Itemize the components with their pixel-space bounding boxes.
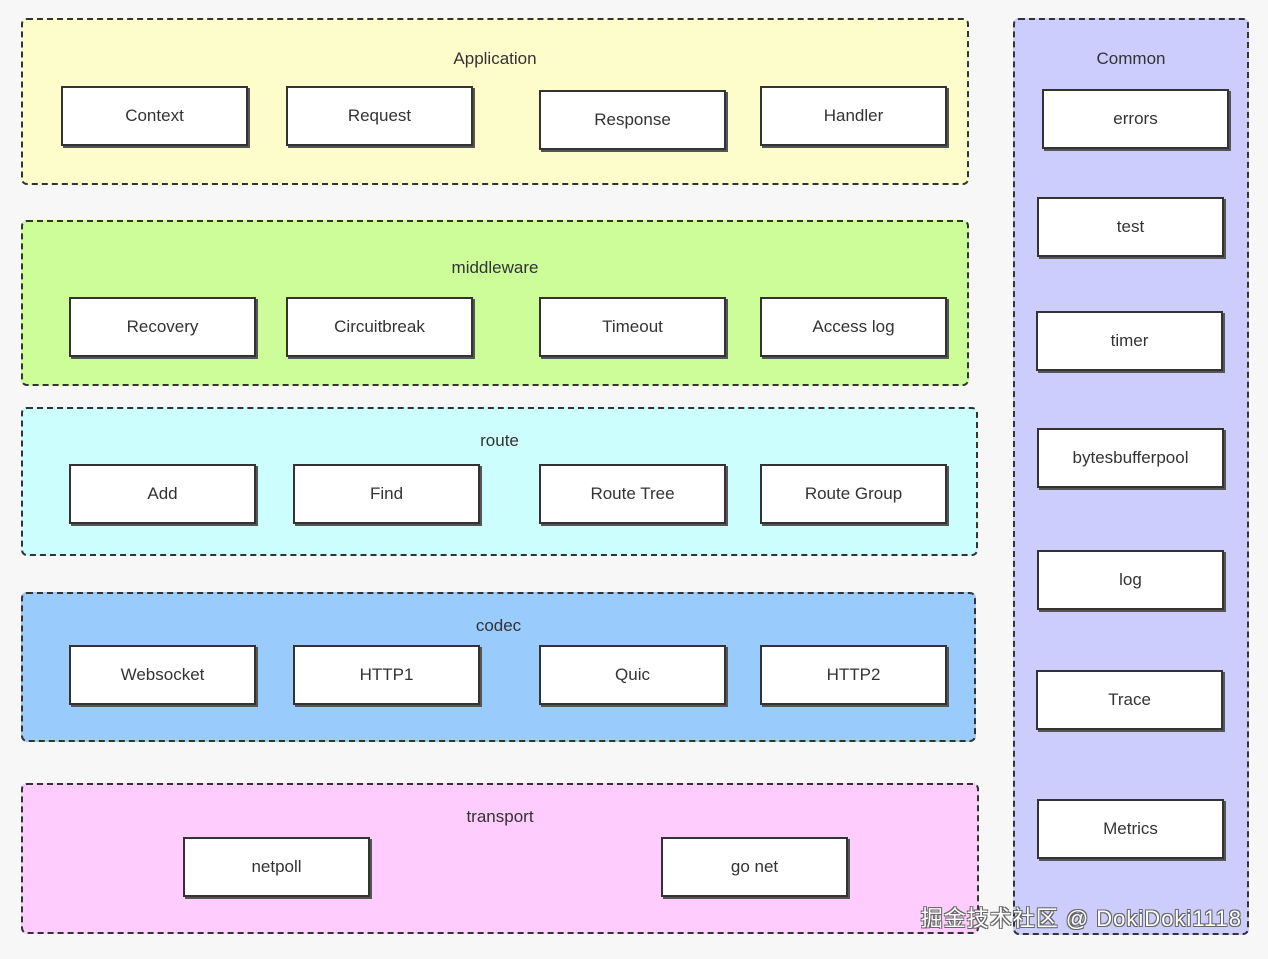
netpoll-box: netpoll xyxy=(183,837,370,897)
route-group-box: Route Group xyxy=(760,464,947,524)
timer-box: timer xyxy=(1036,311,1223,371)
transport-layer: transport netpoll go net xyxy=(21,783,979,934)
add-box: Add xyxy=(69,464,256,524)
find-box: Find xyxy=(293,464,480,524)
common-layer: Common errors test timer bytesbufferpool… xyxy=(1013,18,1249,935)
circuitbreak-box: Circuitbreak xyxy=(286,297,473,357)
application-layer-title: Application xyxy=(453,49,537,68)
http2-box: HTTP2 xyxy=(760,645,947,705)
route-layer: route Add Find Route Tree Route Group xyxy=(21,407,978,556)
route-tree-box: Route Tree xyxy=(539,464,726,524)
trace-box: Trace xyxy=(1036,670,1223,730)
middleware-layer: middleware Recovery Circuitbreak Timeout… xyxy=(21,220,969,386)
codec-layer-title: codec xyxy=(475,616,522,635)
codec-layer: codec Websocket HTTP1 Quic HTTP2 xyxy=(21,592,976,742)
timeout-box: Timeout xyxy=(539,297,726,357)
transport-layer-title: transport xyxy=(466,807,534,826)
bytesbufferpool-box: bytesbufferpool xyxy=(1037,428,1224,488)
http1-box: HTTP1 xyxy=(293,645,480,705)
application-layer: Application Context Request Response Han… xyxy=(21,18,969,185)
context-box: Context xyxy=(61,86,248,146)
access-log-box: Access log xyxy=(760,297,947,357)
websocket-box: Websocket xyxy=(69,645,256,705)
go-net-box: go net xyxy=(661,837,848,897)
route-layer-title: route xyxy=(480,431,519,450)
log-box: log xyxy=(1037,550,1224,610)
handler-box: Handler xyxy=(760,86,947,146)
common-layer-title: Common xyxy=(1096,49,1166,68)
quic-box: Quic xyxy=(539,645,726,705)
test-box: test xyxy=(1037,197,1224,257)
recovery-box: Recovery xyxy=(69,297,256,357)
response-box: Response xyxy=(539,90,726,150)
watermark-text: 掘金技术社区 @ DokiDoki1118 xyxy=(920,906,1242,931)
metrics-box: Metrics xyxy=(1037,799,1224,859)
request-box: Request xyxy=(286,86,473,146)
errors-box: errors xyxy=(1042,89,1229,149)
middleware-layer-title: middleware xyxy=(451,258,539,277)
